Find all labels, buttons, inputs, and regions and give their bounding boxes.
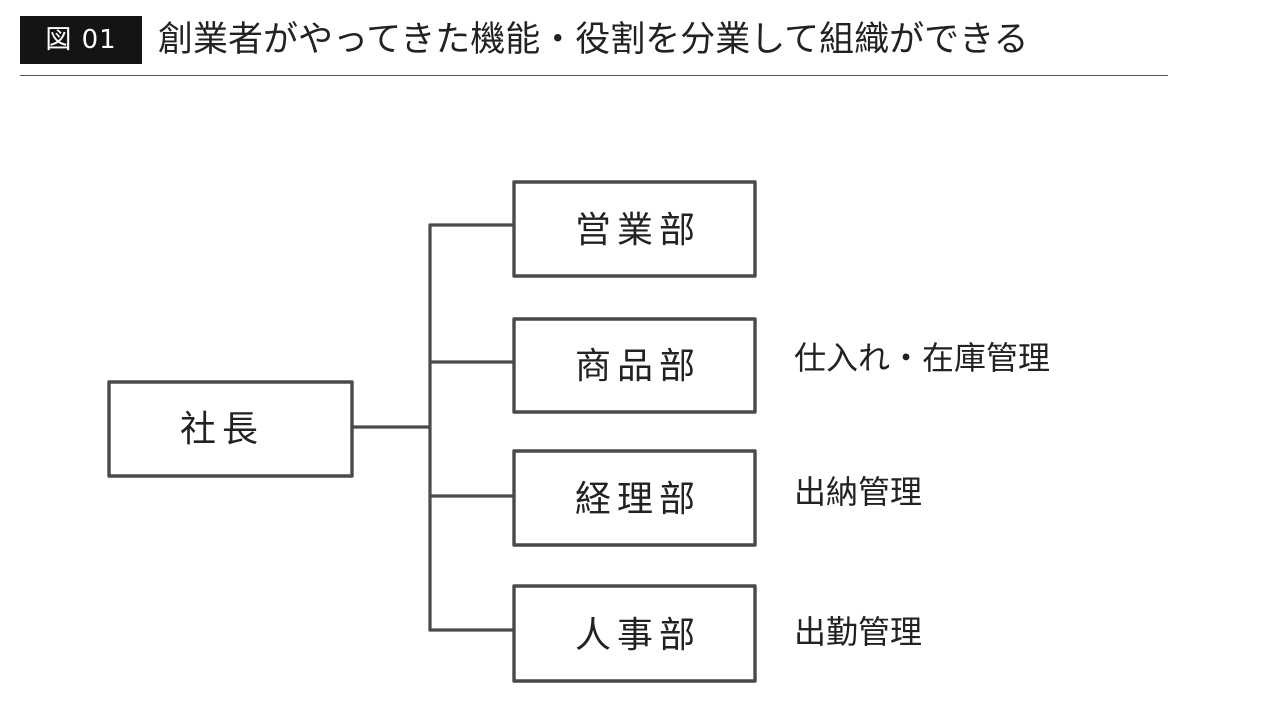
dept-box-4 (512, 584, 757, 683)
root-box (107, 380, 354, 478)
figure-number-badge: 図 01 (20, 16, 142, 64)
connector-lines (350, 223, 516, 632)
dept-box-2 (512, 317, 757, 414)
dept-label-1: 営業部 (575, 210, 701, 251)
dept-note-3: 出納管理 (794, 473, 922, 511)
dept-box-3 (512, 449, 757, 547)
dept-label-3: 経理部 (575, 479, 701, 520)
figure-header: 図 01 創業者がやってきた機能・役割を分業して組織ができる (20, 16, 1168, 76)
dept-label-4: 人事部 (575, 615, 701, 656)
dept-note-2: 仕入れ・在庫管理 (794, 339, 1050, 377)
root-label: 社長 (180, 409, 264, 450)
dept-note-4: 出勤管理 (794, 613, 922, 651)
dept-box-1 (512, 180, 757, 278)
figure-title: 創業者がやってきた機能・役割を分業して組織ができる (158, 20, 1029, 60)
dept-label-2: 商品部 (575, 346, 701, 387)
